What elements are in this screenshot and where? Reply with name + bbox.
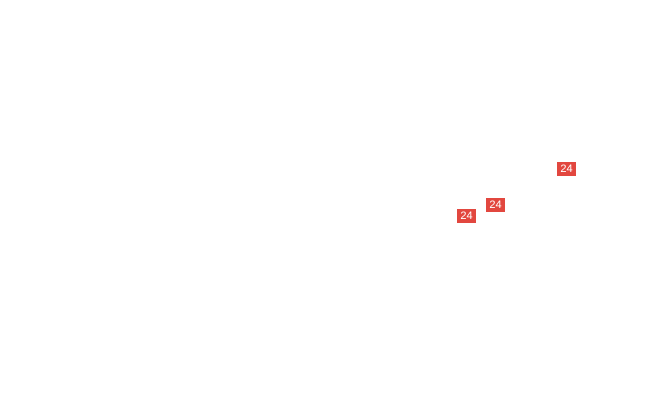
map-marker[interactable]: 24 xyxy=(486,198,505,212)
map-marker[interactable]: 24 xyxy=(557,162,576,176)
map-marker[interactable]: 24 xyxy=(457,209,476,223)
